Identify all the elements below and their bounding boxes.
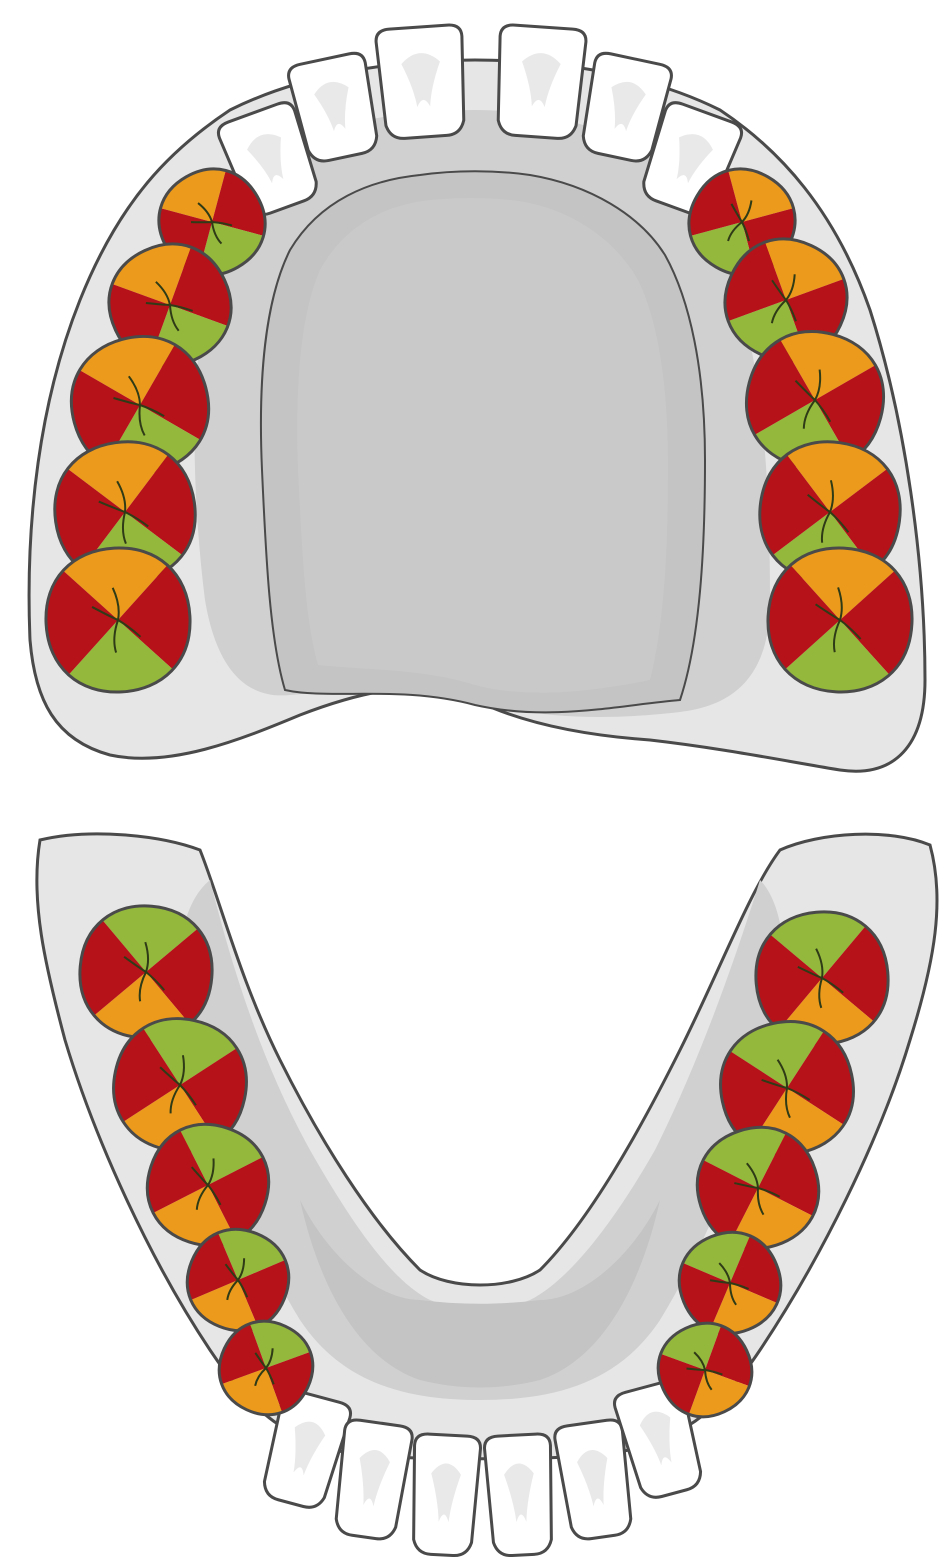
upper-incisor-canine-tooth (375, 24, 468, 140)
lower-incisor-canine-tooth (330, 1418, 413, 1541)
lower-incisor-canine-tooth (484, 1433, 556, 1556)
upper-arch (0, 24, 950, 771)
upper-palate-shadow (297, 198, 668, 693)
upper-incisor-canine-tooth (493, 24, 586, 140)
lower-arch (32, 834, 937, 1557)
lower-incisor-canine-tooth (409, 1433, 481, 1556)
